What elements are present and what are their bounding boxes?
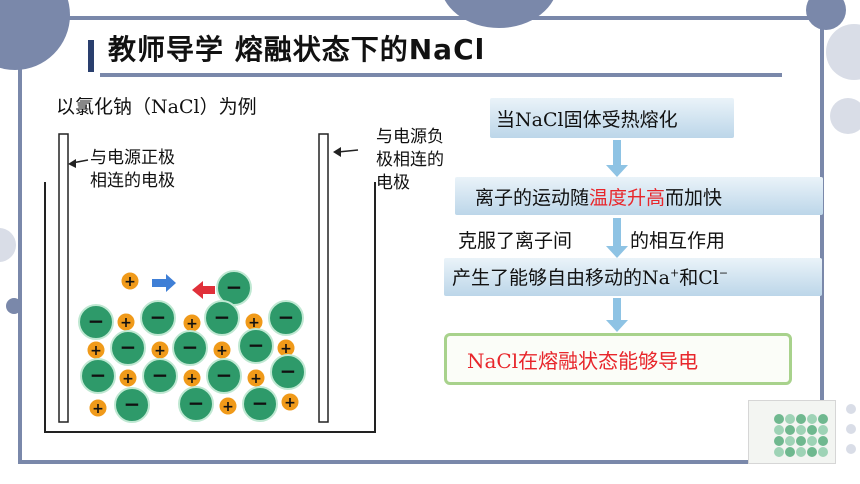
thumb-ion [785,414,795,424]
thumb-ion [785,425,795,435]
decor-circle-left-light [0,228,16,262]
thumb-ion [774,436,784,446]
decor-dots-3 [846,444,856,454]
step-overcome-left: 克服了离子间 [458,230,573,252]
title-accent-bar [88,40,94,72]
thumb-ion [796,414,806,424]
thumb-ion [807,425,817,435]
decor-circle-right-light [826,24,860,80]
title-underline [100,73,782,77]
thumb-ion [774,447,784,457]
flow-arrow-3 [613,298,621,322]
thumb-ion [818,436,828,446]
step-solid-melting: 当NaCl固体受热熔化 [490,98,734,138]
electrode-left-label: 与电源正极相连的电极 [90,148,175,191]
flow-arrow-1 [613,140,621,166]
thumb-ion [818,425,828,435]
decor-circle-right-mid [830,98,860,134]
step-ion-speed: 离子的运动随温度升高而加快 [455,177,823,215]
thumb-ion [785,447,795,457]
step-ion-speed-pre: 离子的运动随 [475,187,590,209]
flow-arrow-2-head [606,246,628,258]
content-frame [18,16,824,464]
flow-arrow-2 [613,218,621,248]
thumb-ion [818,447,828,457]
na-charge: + [669,266,680,280]
thumb-ion [774,425,784,435]
cl-charge: − [718,266,729,280]
thumb-ion [785,436,795,446]
step-free-ions: 产生了能够自由移动的Na+和Cl− [444,258,822,296]
decor-dots-2 [846,424,856,434]
step-free-ions-mid: 和Cl [679,267,719,289]
step-ion-speed-highlight: 温度升高 [589,187,666,209]
thumb-ion [807,436,817,446]
crystal-thumbnail [748,400,836,464]
decor-dots [846,404,856,414]
page-title: 教师导学 熔融状态下的NaCl [108,33,486,66]
thumb-ion [796,436,806,446]
flow-arrow-3-head [606,320,628,332]
thumb-ion [818,414,828,424]
step-solid-melting-text: 当NaCl固体受热熔化 [496,109,678,131]
step-free-ions-text: 产生了能够自由移动的Na [452,267,670,289]
flow-arrow-1-head [606,165,628,177]
step-overcome-right: 的相互作用 [630,230,726,252]
step-ion-speed-post: 而加快 [665,187,723,209]
thumb-ion [796,447,806,457]
electrode-right-label: 与电源负极相连的电极 [376,127,444,193]
result-box: NaCl在熔融状态能够导电 [444,333,792,385]
thumb-ion [807,447,817,457]
crystal-lattice-image [749,401,835,463]
thumb-ion [796,425,806,435]
example-label: 以氯化钠（NaCl）为例 [56,96,257,118]
thumb-ion [774,414,784,424]
thumb-ion [807,414,817,424]
